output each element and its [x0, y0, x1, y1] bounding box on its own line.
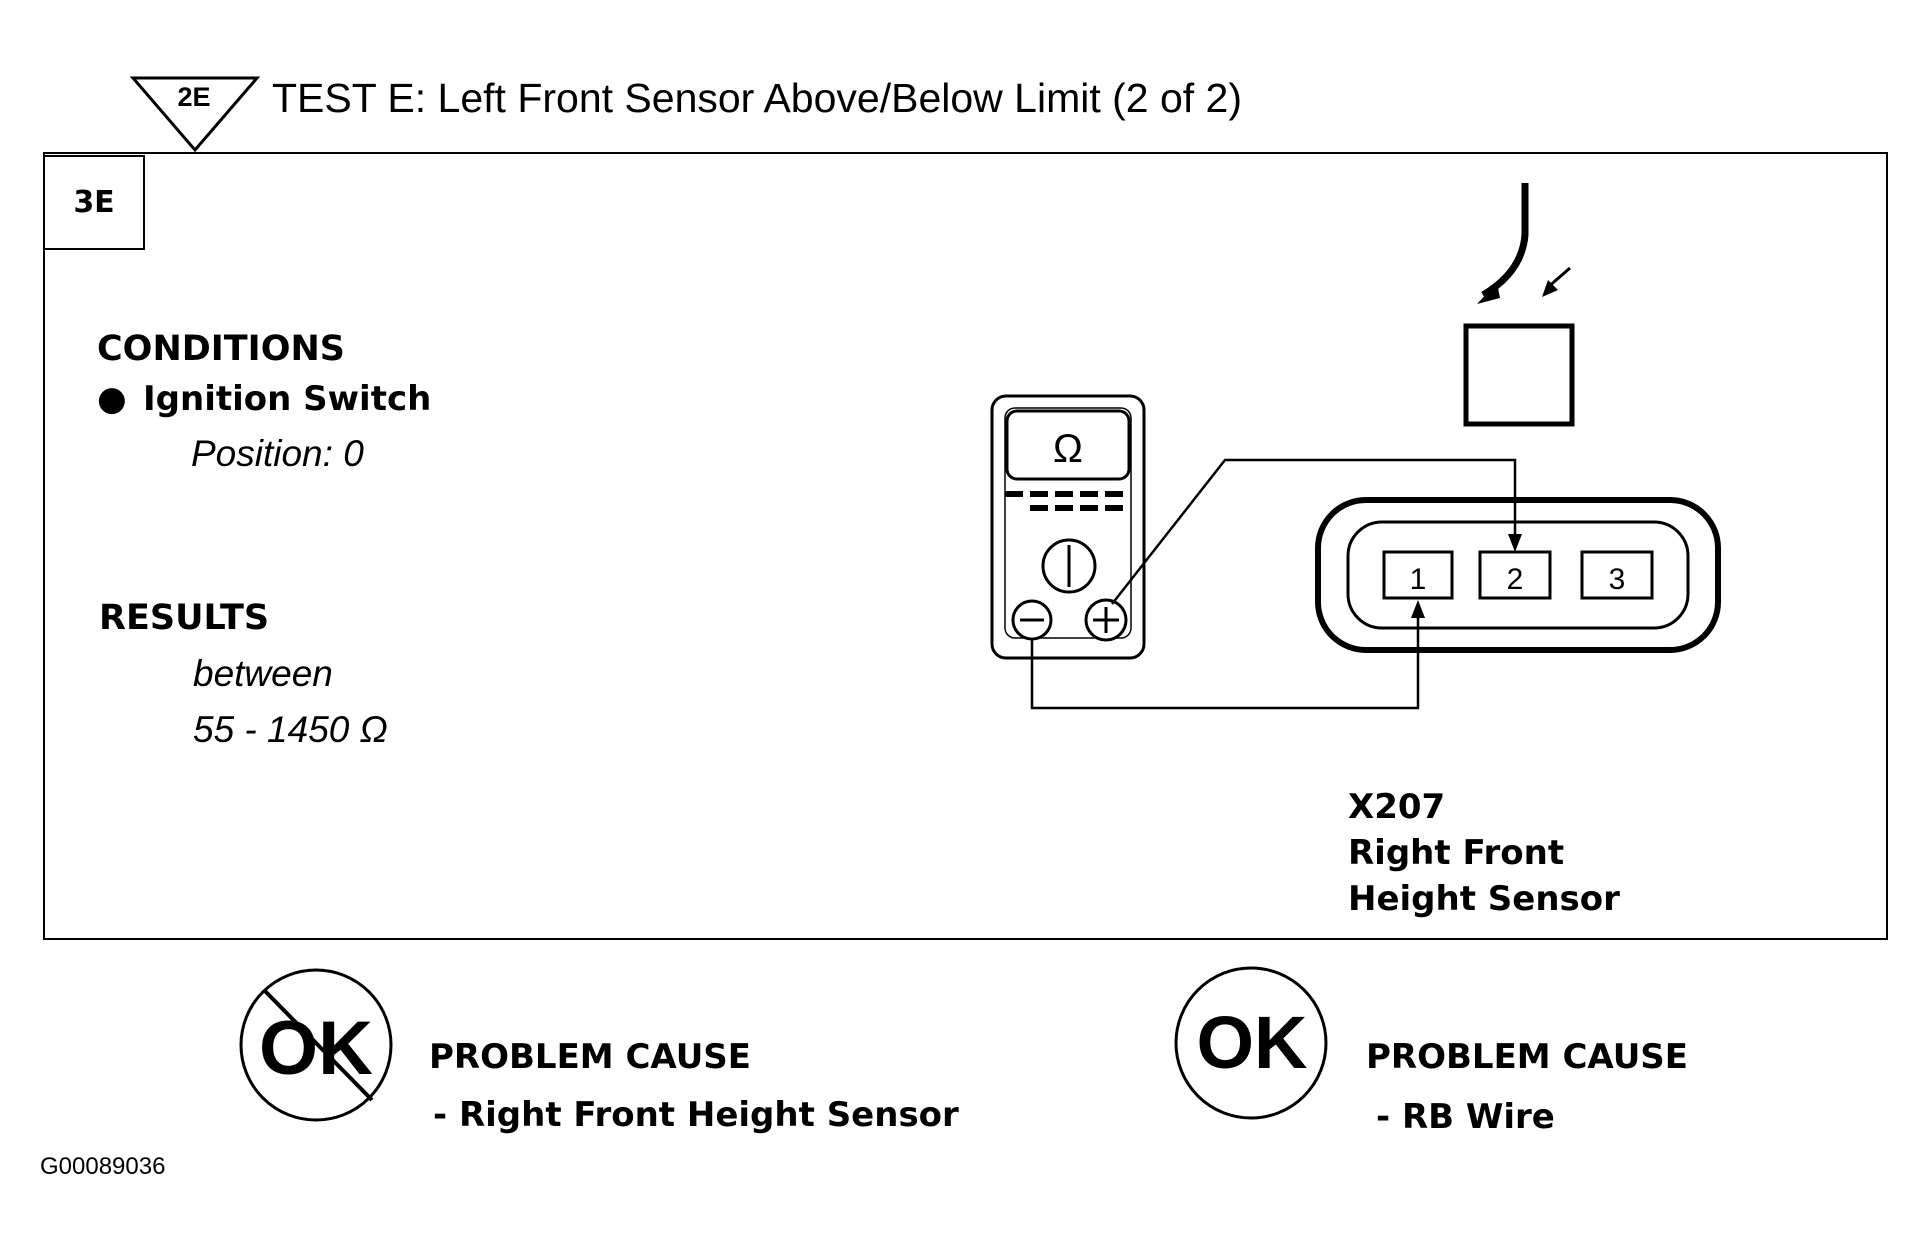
test-panel [43, 152, 1888, 940]
outcome-not-ok-heading: PROBLEM CAUSE [429, 1037, 752, 1077]
outcome-ok-heading: PROBLEM CAUSE [1366, 1037, 1689, 1077]
not-ok-symbol-label: OK [259, 1006, 373, 1091]
outcome-ok-cause: - RB Wire [1376, 1097, 1555, 1137]
figure-id: G00089036 [40, 1153, 166, 1180]
connector-label-component: Height Sensor [1348, 879, 1620, 919]
results-line1: between [193, 653, 333, 694]
connector-label-name: Right Front [1348, 833, 1565, 873]
step-marker-triangle: 2E [129, 76, 261, 153]
results-heading: RESULTS [99, 598, 270, 638]
step-marker-label: 2E [177, 82, 210, 112]
conditions-bullet: ● [97, 379, 127, 419]
outcome-not-ok-cause: - Right Front Height Sensor [433, 1095, 959, 1135]
not-ok-symbol-icon: OK [239, 968, 393, 1122]
page-title: TEST E: Left Front Sensor Above/Below Li… [272, 75, 1243, 121]
conditions-item: Ignition Switch [143, 379, 432, 419]
step-box-label: 3E [43, 155, 145, 250]
ok-symbol-icon: OK [1174, 966, 1328, 1120]
ok-symbol-label: OK [1197, 1001, 1308, 1084]
connector-label-id: X207 [1348, 787, 1446, 827]
conditions-sub-item: Position: 0 [191, 433, 364, 474]
results-line2: 55 - 1450 Ω [193, 709, 388, 750]
conditions-heading: CONDITIONS [97, 329, 345, 369]
